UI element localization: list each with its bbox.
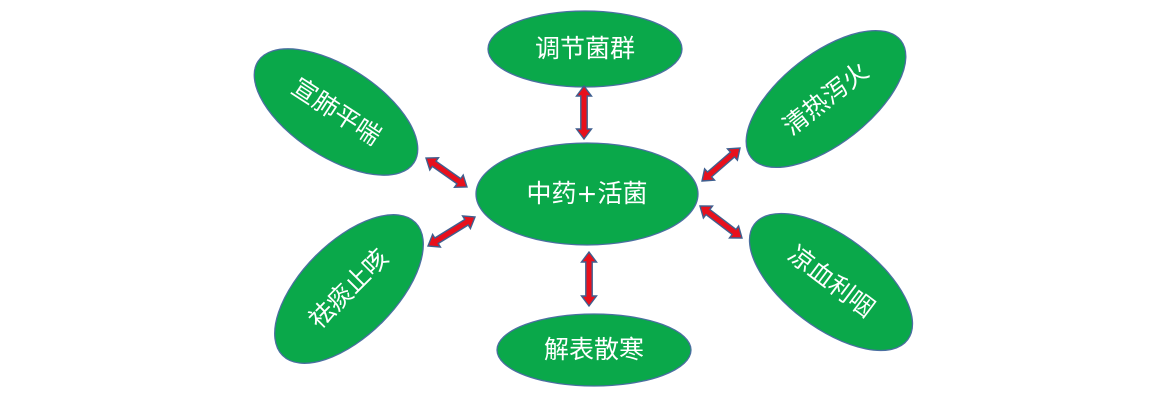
node-bottom-shape: [496, 313, 692, 387]
arrow-center-bottom-right: [699, 205, 743, 239]
node-top-left-shape: [253, 48, 419, 176]
arrow-center-top-left: [425, 156, 468, 189]
center-node-shape: [475, 142, 699, 246]
center-node: 中药+活菌: [475, 142, 699, 246]
node-bottom-right-shape: [748, 212, 914, 352]
node-bottom-left: 祛痰止咳: [274, 214, 424, 364]
node-bottom-right: 凉血利咽: [748, 212, 914, 352]
arrow-center-top: [575, 84, 593, 141]
node-bottom-label: 解表散寒: [544, 335, 644, 364]
node-top-right-shape: [745, 29, 907, 169]
node-top-label: 调节菌群: [535, 34, 635, 63]
arrows-group: [425, 84, 743, 308]
node-bottom-left-shape: [274, 214, 424, 364]
node-top: 调节菌群: [487, 10, 683, 88]
arrow-center-bottom-left: [427, 215, 476, 248]
arrow-center-top-right: [701, 147, 741, 182]
arrow-center-bottom: [580, 250, 598, 308]
node-bottom: 解表散寒: [496, 313, 692, 387]
node-top-left: 宣肺平喘: [253, 48, 419, 176]
center-node-label: 中药+活菌: [527, 179, 648, 208]
node-top-right: 清热泻火: [745, 29, 907, 169]
